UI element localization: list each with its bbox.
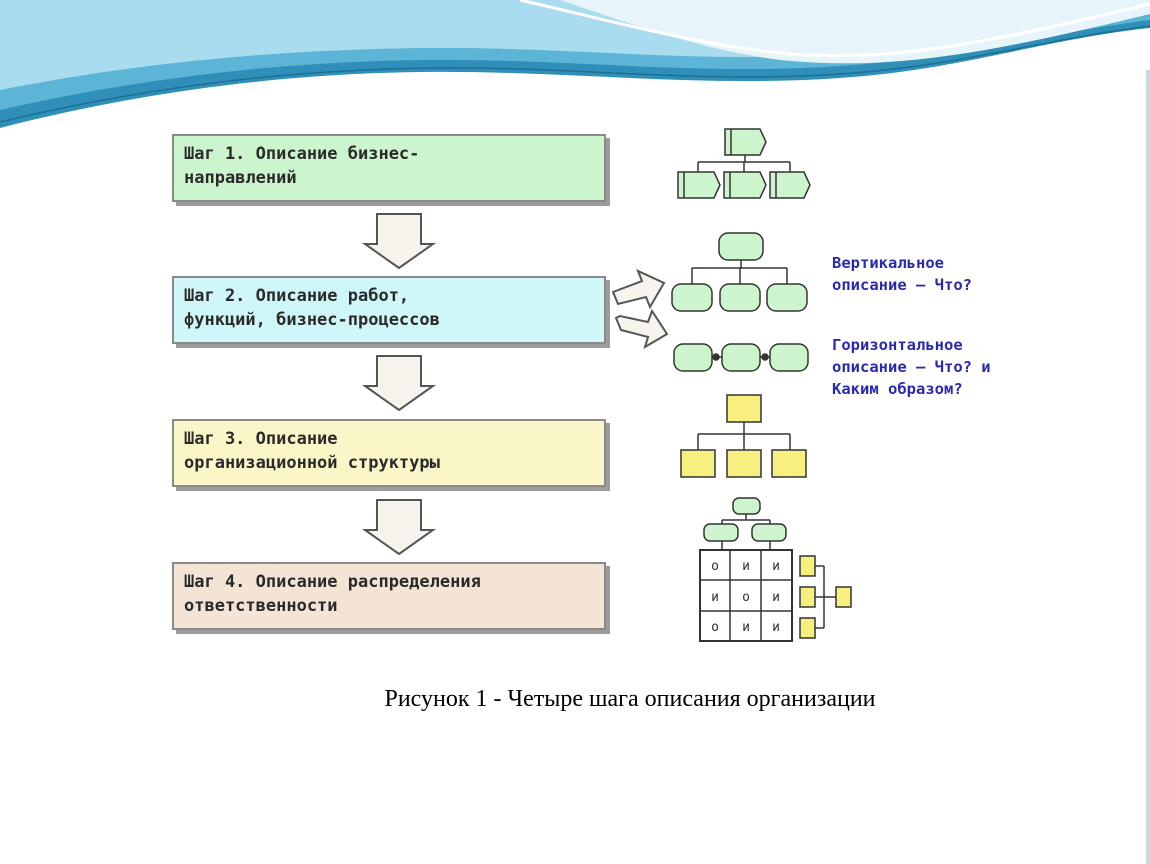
right-arrow-icon: [611, 269, 666, 310]
step-3-box: Шаг 3. Описание организационной структур…: [172, 419, 606, 487]
matrix-cell: и: [711, 590, 719, 605]
matrix-cell-labels: о и и и о и о и и: [711, 559, 780, 635]
org-chart-icon: [680, 394, 807, 478]
hierarchy-icon: [677, 128, 811, 199]
down-arrow-icon: [361, 499, 437, 556]
matrix-cell: и: [772, 620, 780, 635]
matrix-cell: и: [772, 590, 780, 605]
responsibility-matrix-icon: [699, 497, 852, 642]
matrix-cell: и: [772, 559, 780, 574]
right-arrow-icon: [614, 308, 669, 350]
horizontal-description-note: Горизонтальное описание – Что? и Каким о…: [832, 336, 991, 398]
matrix-cell: и: [742, 620, 750, 635]
down-arrow-icon: [361, 213, 437, 270]
matrix-cell: и: [742, 559, 750, 574]
matrix-cell: о: [711, 559, 719, 574]
figure-caption: Рисунок 1 - Четыре шага описания организ…: [384, 686, 876, 712]
step-1-box: Шаг 1. Описание бизнес- направлений: [172, 134, 606, 202]
vertical-process-tree-icon: [671, 232, 808, 312]
matrix-cell: о: [742, 590, 750, 605]
down-arrow-icon: [361, 355, 437, 412]
step-4-box: Шаг 4. Описание распределения ответствен…: [172, 562, 606, 630]
matrix-cell: о: [711, 620, 719, 635]
process-chain-icon: [673, 343, 809, 372]
step-2-box: Шаг 2. Описание работ, функций, бизнес-п…: [172, 276, 606, 344]
vertical-description-note: Вертикальное описание – Что?: [832, 254, 972, 294]
